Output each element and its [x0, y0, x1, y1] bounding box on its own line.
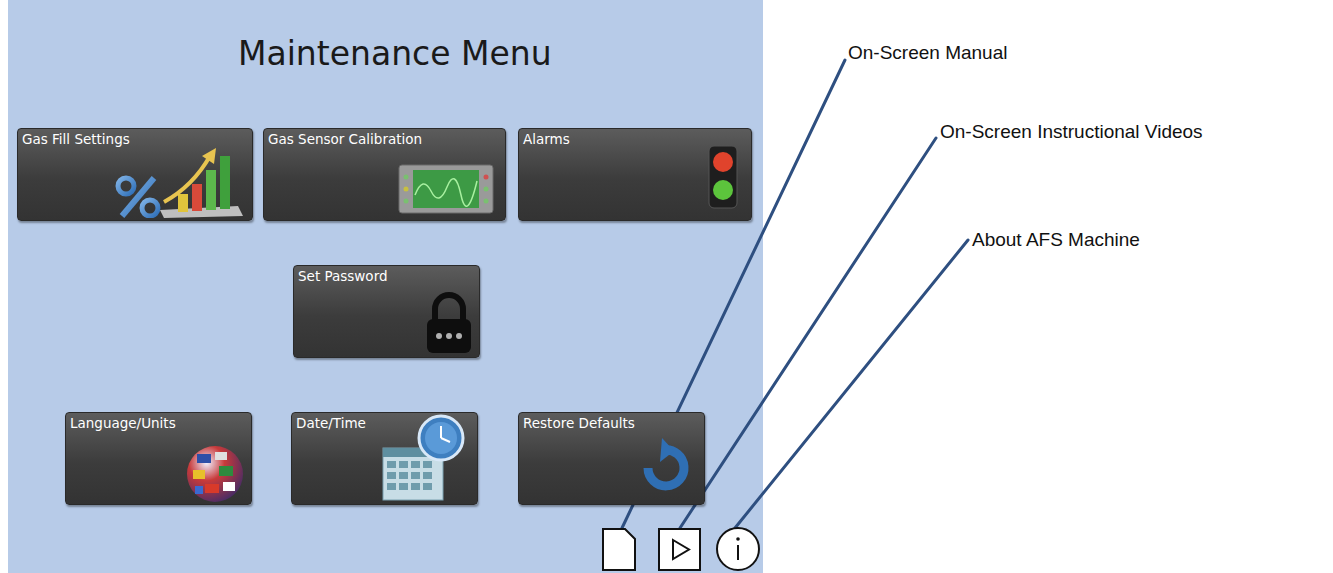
- button-label: Date/Time: [292, 413, 370, 433]
- info-stem: [737, 545, 739, 560]
- button-label: Set Password: [294, 266, 392, 286]
- button-icon: [703, 144, 743, 212]
- callout-label: On-Screen Instructional Videos: [940, 121, 1203, 143]
- leader-line: [735, 240, 968, 528]
- button-icon: [379, 412, 471, 504]
- callout-label: On-Screen Manual: [848, 42, 1007, 64]
- menu-title: Maintenance Menu: [238, 34, 552, 73]
- menu-button: Alarms: [518, 128, 752, 221]
- menu-button: Language/Units: [65, 412, 252, 505]
- menu-button: Gas Sensor Calibration: [263, 128, 506, 221]
- info-dot: [736, 537, 740, 541]
- info-icon: [717, 528, 759, 570]
- button-label: Alarms: [519, 129, 574, 149]
- button-icon: [397, 161, 497, 216]
- button-icon: [634, 438, 694, 498]
- button-label: Restore Defaults: [519, 413, 639, 433]
- menu-button: Restore Defaults: [518, 412, 705, 505]
- leader-line: [680, 138, 936, 528]
- button-label: Gas Sensor Calibration: [264, 129, 426, 149]
- menu-button: Date/Time: [291, 412, 478, 505]
- menu-button: Gas Fill Settings: [17, 128, 253, 221]
- video-icon: [659, 529, 700, 570]
- button-label: Language/Units: [66, 413, 180, 433]
- button-label: Gas Fill Settings: [18, 129, 134, 149]
- manual-icon: [603, 529, 635, 570]
- menu-button: Set Password: [293, 265, 480, 358]
- button-icon: [98, 146, 248, 218]
- callout-label: About AFS Machine: [972, 229, 1140, 251]
- button-icon: [423, 291, 475, 355]
- button-icon: [185, 440, 245, 504]
- play-symbol: [673, 540, 689, 559]
